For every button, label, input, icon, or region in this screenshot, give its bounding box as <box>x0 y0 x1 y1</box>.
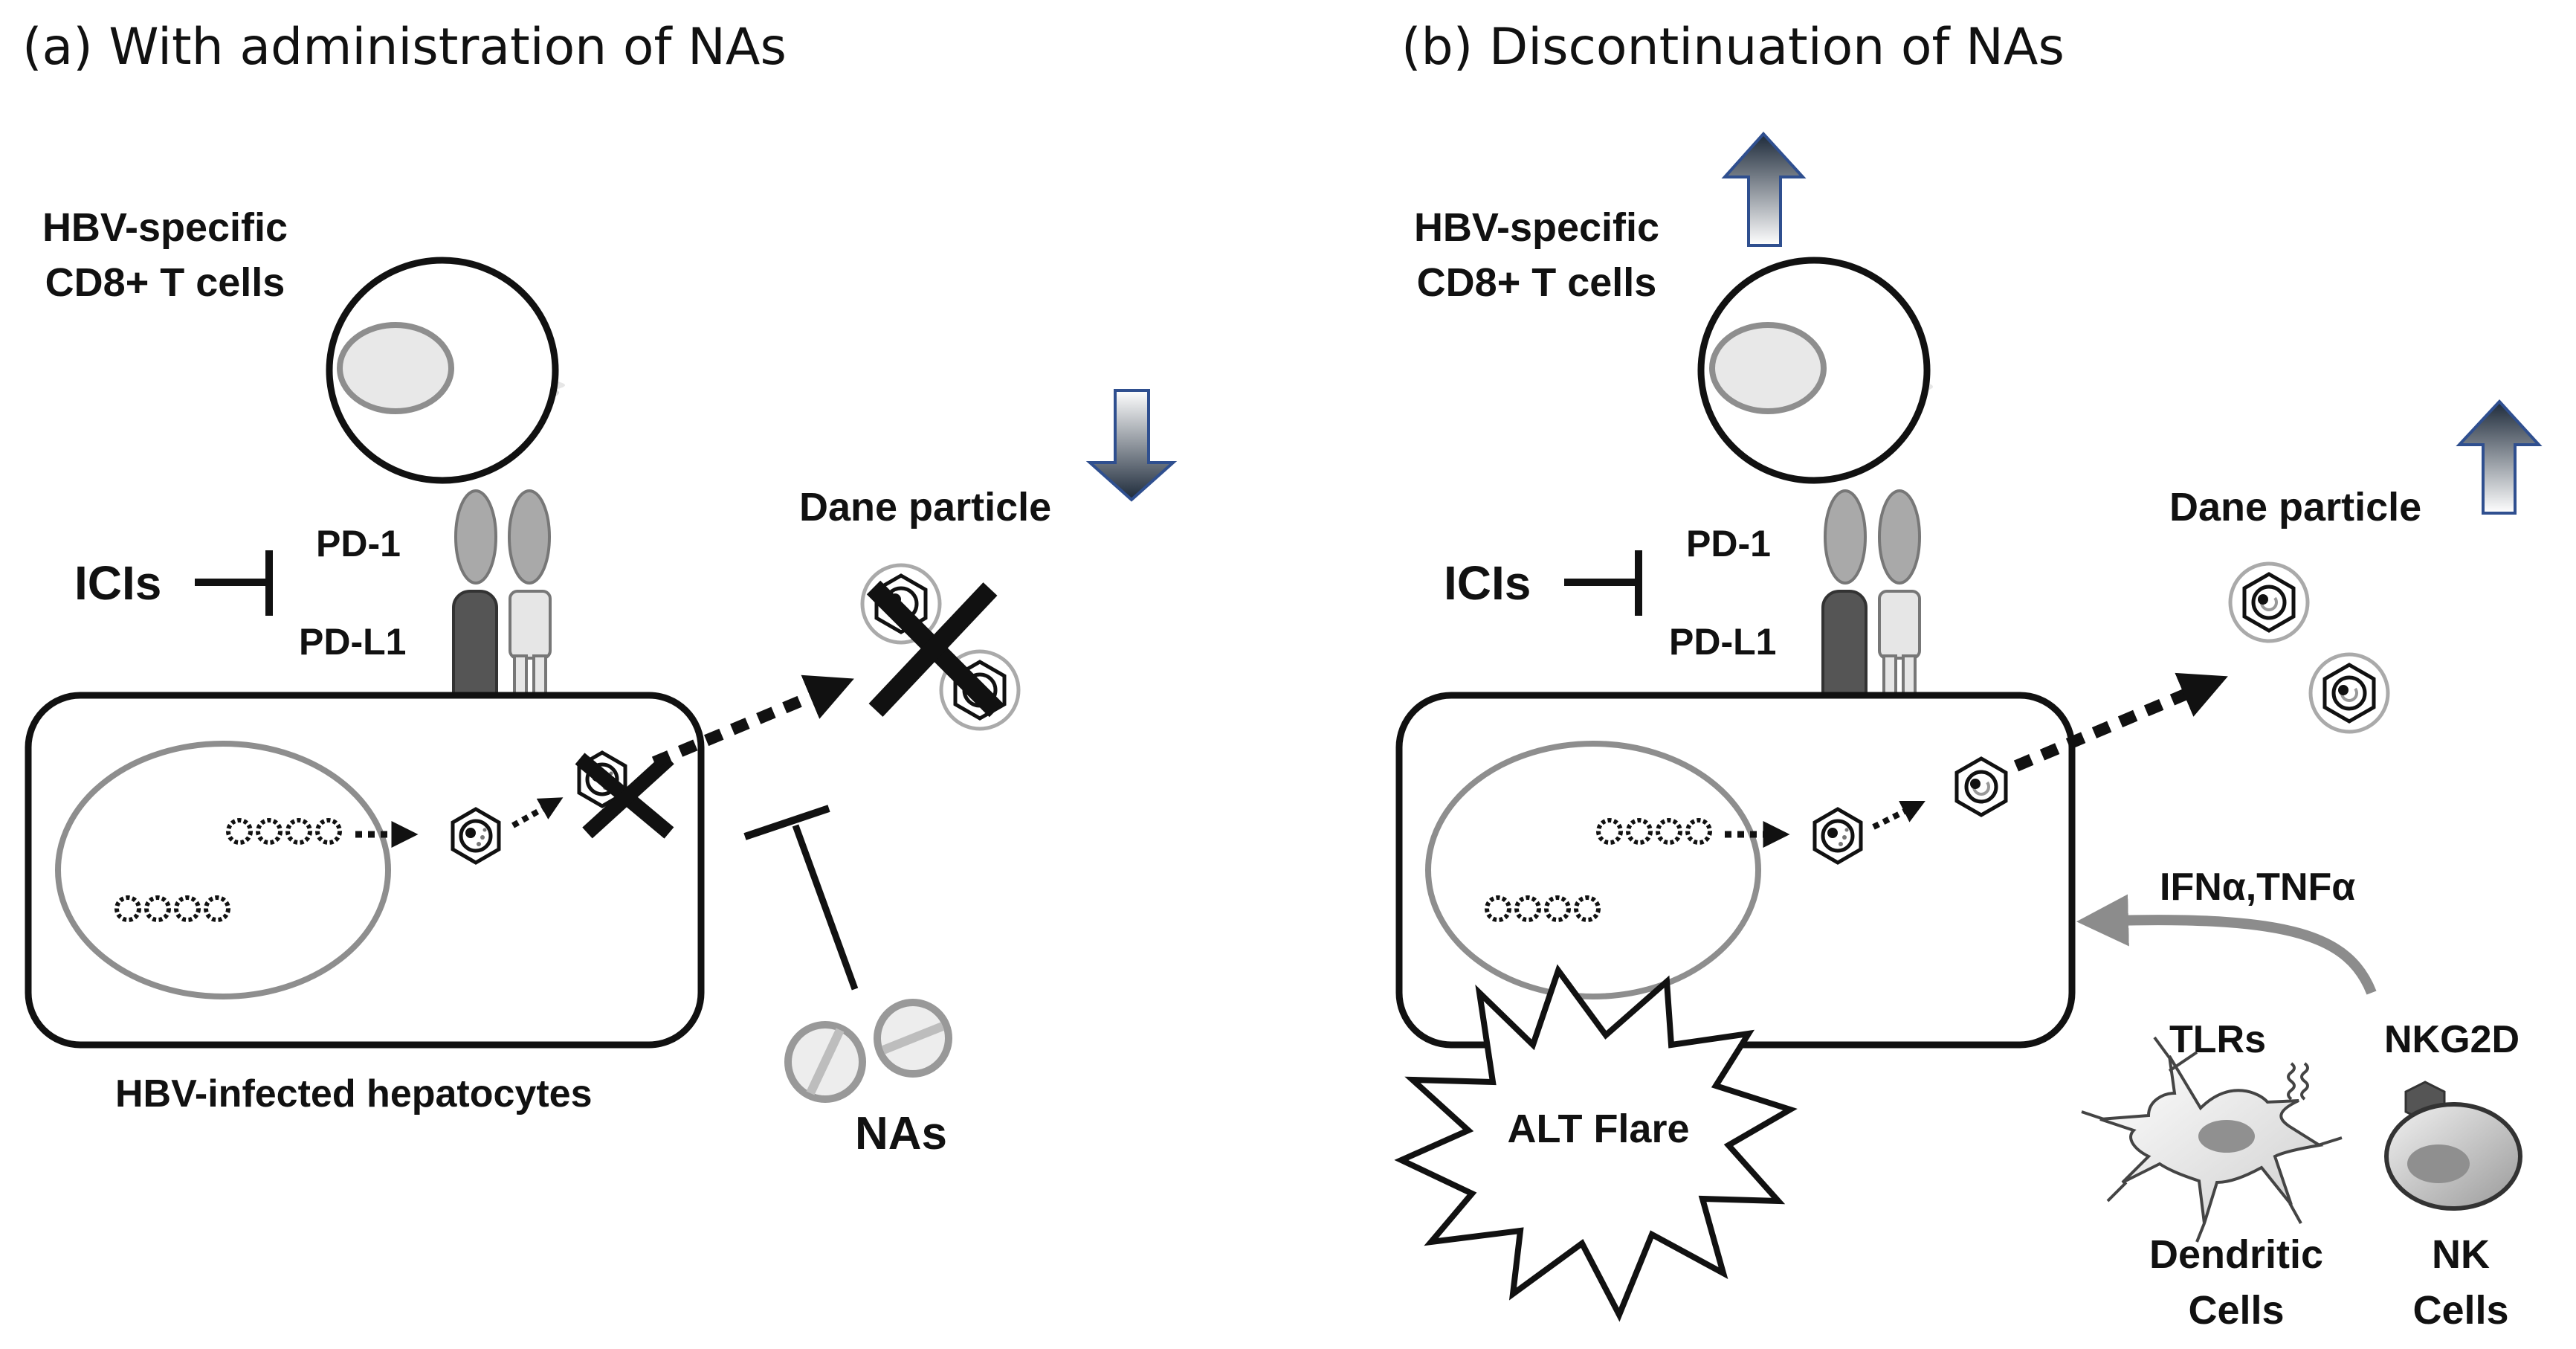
alt-flare-label: ALT Flare <box>1507 1107 1689 1151</box>
alt-flare-burst <box>1394 964 1798 1322</box>
pd1-b-receptor <box>1824 489 1867 585</box>
panel-a: (a) With administration of NAs HBV-speci… <box>22 18 1178 1159</box>
panel-a-heading: (a) With administration of NAs <box>22 18 787 77</box>
decrease-arrow-icon <box>1085 389 1178 502</box>
tlrs-label: TLRs <box>2169 1018 2266 1061</box>
release-b-arrow <box>2013 672 2228 772</box>
capsid-inside <box>453 809 499 863</box>
tcell-label-line2: CD8+ T cells <box>45 260 285 305</box>
release-arrow <box>651 674 854 768</box>
nkg2d-label: NKG2D <box>2384 1018 2519 1061</box>
panel-b-heading: (b) Discontinuation of NAs <box>1401 18 2065 77</box>
cytokine-arrow <box>2076 894 2377 995</box>
tcell-label-line1: HBV-specific <box>42 205 288 250</box>
hepatocytes-label: HBV-infected hepatocytes <box>115 1072 593 1115</box>
nas-pill-2 <box>874 999 952 1078</box>
dendritic-label-line1: Dendritic <box>2149 1232 2323 1277</box>
capsid-b-inside <box>1815 809 1861 863</box>
pdl1-label: PD-L1 <box>299 621 406 663</box>
nas-inhibition-symbol <box>743 805 859 991</box>
nk-cell <box>2384 1102 2522 1211</box>
cytokines-label: IFNα,TNFα <box>2160 866 2355 909</box>
icis-b-label: ICIs <box>1444 556 1531 610</box>
nk-label-line1: NK <box>2432 1232 2490 1277</box>
tcell-b-label-line1: HBV-specific <box>1414 205 1659 250</box>
pd1-b-receptor-2 <box>1878 489 1921 585</box>
capsid-arrow <box>511 797 564 828</box>
pd1-label: PD-1 <box>316 523 401 564</box>
pdl1-b-label: PD-L1 <box>1669 621 1776 663</box>
nk-label-line2: Cells <box>2412 1288 2508 1333</box>
dendritic-label-line2: Cells <box>2188 1288 2284 1333</box>
pd1-receptor-2 <box>508 489 551 585</box>
tlr-receptor-icon <box>2287 1062 2309 1101</box>
nas-label: NAs <box>855 1108 947 1159</box>
hepatocyte-b-nucleus <box>1425 741 1761 999</box>
tcell-nucleus <box>337 322 454 414</box>
nas-pill-1 <box>784 1021 866 1103</box>
dane-blocked-x <box>866 580 1004 718</box>
dane-particle-b-1 <box>2228 561 2310 643</box>
panel-b: (b) Discontinuation of NAs HBV-specific … <box>1394 18 2543 1333</box>
tcell-b-label-line2: CD8+ T cells <box>1417 260 1657 305</box>
capsid-b-arrow <box>1872 801 1925 830</box>
dane-increase-arrow-icon <box>2456 399 2543 515</box>
tcell-b-nucleus <box>1709 322 1827 414</box>
tcell-increase-arrow-icon <box>1721 132 1807 247</box>
pd1-b-label: PD-1 <box>1686 523 1771 564</box>
pd1-receptor <box>454 489 497 585</box>
dendritic-cell <box>2081 1036 2343 1243</box>
release-blocked-x <box>575 753 674 839</box>
capsid-b-mature <box>1954 756 2008 817</box>
icis-b-inhibition-symbol <box>1564 550 1642 616</box>
dane-particle-b-label: Dane particle <box>2169 485 2421 529</box>
hepatocyte-nucleus <box>55 741 391 999</box>
dane-particle-b-2 <box>2308 652 2390 734</box>
icis-inhibition-symbol <box>195 550 273 616</box>
dane-particle-label: Dane particle <box>799 485 1051 529</box>
icis-label: ICIs <box>74 556 161 610</box>
